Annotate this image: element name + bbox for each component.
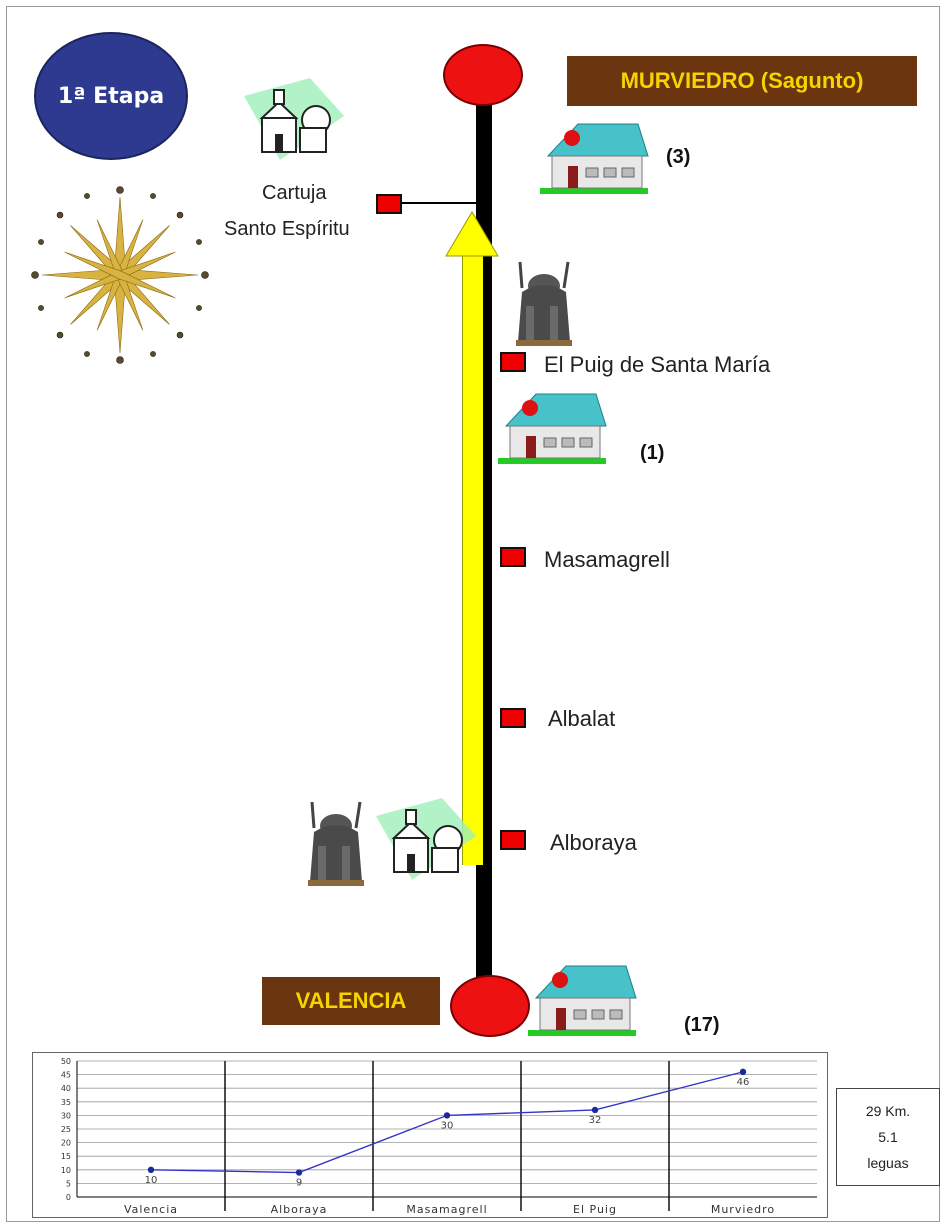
side-stop-line2: Santo Espíritu	[224, 218, 350, 240]
data-label: 30	[441, 1120, 454, 1131]
start-city-label: VALENCIA	[262, 977, 440, 1025]
stop-marker-cartuja	[376, 194, 402, 214]
y-tick-label: 40	[61, 1084, 71, 1093]
y-tick-label: 45	[61, 1071, 71, 1080]
start-point-marker	[450, 975, 530, 1037]
side-stop-line1: Cartuja	[262, 182, 327, 204]
x-tick-label: Alboraya	[271, 1203, 328, 1216]
direction-arrow	[462, 250, 483, 865]
statue-icon	[308, 801, 364, 886]
data-point	[739, 1068, 747, 1076]
stop-label: El Puig de Santa María	[544, 352, 771, 377]
side-road	[402, 202, 478, 204]
y-tick-label: 15	[61, 1152, 71, 1161]
hostel-house-icon	[528, 965, 637, 1036]
statue-icon	[516, 261, 572, 346]
y-tick-label: 50	[61, 1057, 71, 1066]
stop-label: Albalat	[548, 706, 616, 731]
y-tick-label: 0	[66, 1193, 71, 1202]
stop-label: Masamagrell	[544, 547, 670, 572]
summary-distance: 29 Km.	[865, 1103, 911, 1119]
stop-marker	[500, 352, 526, 372]
data-point	[443, 1112, 451, 1119]
y-tick-label: 35	[61, 1098, 71, 1107]
x-tick-label: El Puig	[573, 1203, 617, 1216]
hostel-house-icon	[498, 393, 607, 464]
y-tick-label: 10	[61, 1166, 71, 1175]
lodging-count: (3)	[666, 146, 691, 168]
data-point	[591, 1106, 599, 1114]
stop-marker	[500, 708, 526, 728]
stage-label: 1ª Etapa	[57, 83, 165, 109]
summary-leagues-value: 5.1	[878, 1129, 898, 1145]
data-point	[147, 1166, 155, 1173]
data-label: 9	[296, 1178, 302, 1189]
lodging-count: (1)	[640, 442, 665, 464]
y-tick-label: 30	[61, 1111, 71, 1120]
page-frame	[6, 6, 940, 1222]
x-tick-label: Masamagrell	[406, 1203, 487, 1216]
x-tick-label: Valencia	[124, 1203, 178, 1216]
y-tick-label: 5	[66, 1179, 71, 1188]
y-tick-label: 25	[61, 1125, 71, 1134]
stage-badge: 1ª Etapa	[34, 32, 188, 160]
x-tick-label: Murviedro	[711, 1203, 775, 1216]
stop-marker	[500, 830, 526, 850]
end-point-marker	[443, 44, 523, 106]
summary-leagues-unit: leguas	[867, 1155, 909, 1171]
hostel-house-icon	[540, 123, 649, 194]
church-icon	[244, 78, 344, 160]
compass-rose-icon	[31, 186, 209, 364]
y-tick-label: 20	[61, 1139, 71, 1148]
data-label: 32	[589, 1115, 602, 1126]
data-point	[295, 1169, 303, 1176]
stop-marker	[500, 547, 526, 567]
data-label: 10	[145, 1175, 158, 1186]
summary-box: 29 Km. 5.1 leguas	[836, 1088, 940, 1186]
stop-label: Alboraya	[550, 830, 637, 855]
lodging-count: (17)	[684, 1014, 720, 1036]
data-label: 46	[737, 1077, 750, 1088]
church-icon	[376, 798, 476, 880]
direction-arrow-head	[445, 211, 499, 257]
end-city-label: MURVIEDRO (Sagunto)	[567, 56, 917, 106]
